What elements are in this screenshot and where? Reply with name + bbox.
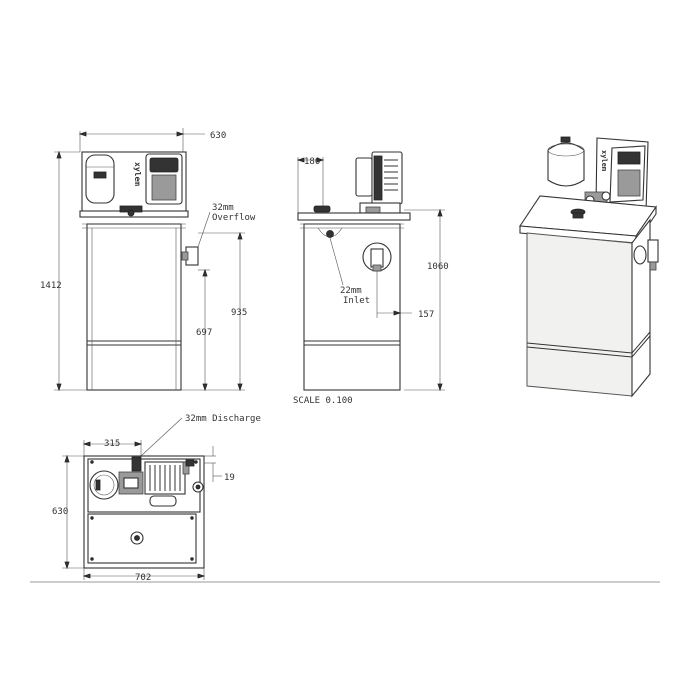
iso-expansion-vessel	[547, 142, 585, 187]
side-lid-knob	[313, 205, 331, 213]
scale-text: SCALE 0.100	[293, 396, 353, 406]
side-heatsink	[384, 159, 398, 191]
lower-height-dim: 697	[196, 328, 212, 338]
side-base-plate	[297, 212, 411, 221]
side-view: 180 22mm Inlet	[293, 151, 449, 406]
top-small-dim: 19	[224, 473, 235, 483]
top-offset-dim: 315	[104, 439, 120, 449]
top-discharge-port	[131, 456, 142, 472]
front-brand-text: xylem	[133, 162, 142, 186]
discharge-label: 32mm Discharge	[185, 414, 261, 424]
expansion-vessel	[85, 154, 115, 204]
top-view: 315 32mm Discharge	[52, 414, 261, 583]
front-view: 630 xylem 32mm Overflow	[40, 128, 256, 392]
top-width-dim: 702	[135, 573, 151, 583]
iso-brand-text: xylem	[600, 150, 608, 171]
front-height-dim: 1412	[40, 281, 62, 291]
top-depth-dim: 630	[52, 507, 68, 517]
side-outlet-port	[326, 230, 334, 238]
iso-view: xylem	[519, 136, 659, 398]
inlet-label-2: Inlet	[343, 296, 370, 306]
overflow-label-1: 32mm	[212, 203, 234, 213]
front-tank	[86, 223, 182, 391]
front-width-dim: 630	[210, 131, 226, 141]
inlet-offset-dim: 157	[418, 310, 434, 320]
side-vessel	[355, 157, 373, 197]
side-offset-dim: 180	[304, 157, 320, 167]
iso-tank-front	[526, 232, 633, 397]
side-height-dim: 1060	[427, 262, 449, 272]
inlet-label-1: 22mm	[340, 286, 362, 296]
overflow-height-dim: 935	[231, 308, 247, 318]
overflow-label-2: Overflow	[212, 213, 256, 223]
